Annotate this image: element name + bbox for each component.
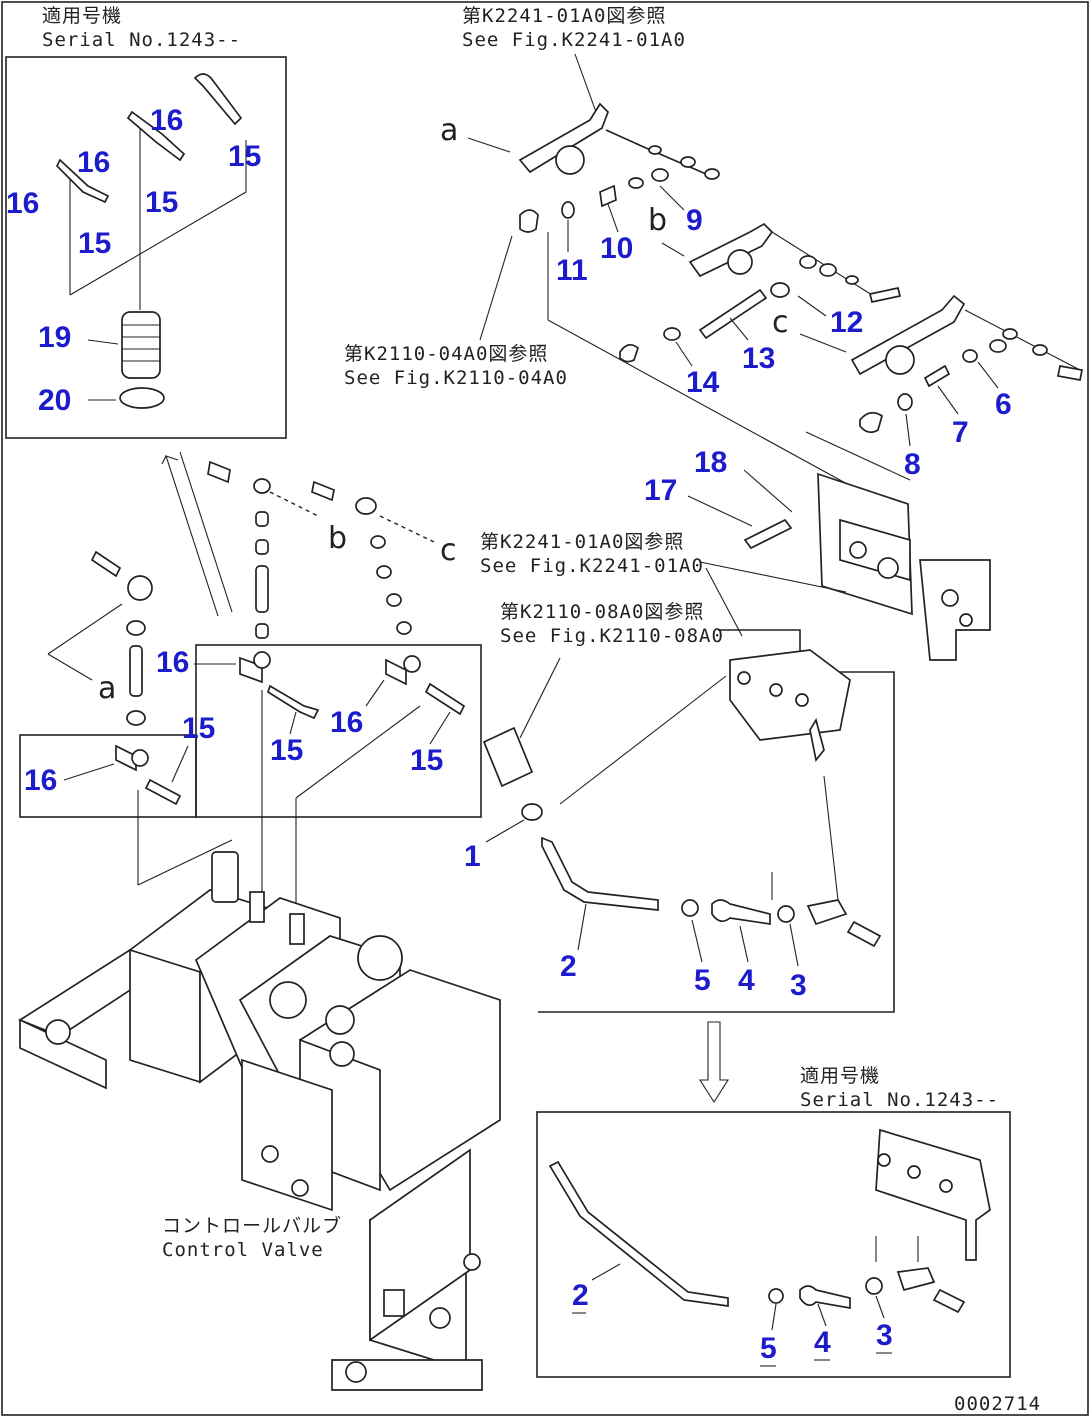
lever-a: a 9 11 10: [440, 102, 720, 287]
ref-note-en: See Fig.K2241-01A0: [462, 29, 686, 51]
callout-5: 5: [694, 964, 711, 997]
callout-16: 16: [150, 104, 183, 137]
callout-15: 15: [228, 140, 261, 173]
callout-13: 13: [742, 342, 775, 375]
callout-4: 4: [738, 964, 755, 997]
figure-code: 0002714: [954, 1393, 1041, 1415]
down-arrow: [698, 1021, 730, 1104]
inset-frame: [536, 1111, 1011, 1378]
callout-15: 15: [182, 712, 215, 745]
callout-2: 2: [572, 1279, 589, 1312]
valve-label-en: Control Valve: [162, 1239, 324, 1261]
inset-rod-2: [126, 110, 186, 162]
clamp-part: [119, 387, 165, 409]
valve-label-jp: コントロールバルブ: [162, 1214, 342, 1237]
callout-20: 20: [38, 384, 71, 417]
callout-14: 14: [686, 366, 720, 399]
callout-12: 12: [830, 306, 863, 339]
callout-15: 15: [410, 744, 443, 777]
lever-knob: [482, 726, 534, 788]
pin-assembly: 13 14: [619, 288, 775, 399]
ref-note-jp: 第K2241-01A0図参照: [480, 531, 684, 553]
ref-note-jp: 第K2110-08A0図参照: [500, 601, 704, 623]
letter-c: c: [772, 305, 789, 340]
ref-note-en: See Fig.K2110-08A0: [500, 625, 724, 647]
callout-5: 5: [760, 1332, 777, 1365]
mid-inset-frame-left: [19, 734, 197, 818]
callout-16: 16: [330, 706, 363, 739]
ref-note-jp: 第K2241-01A0図参照: [462, 5, 666, 27]
callout-15: 15: [145, 186, 178, 219]
inset-top-left: 適用号機 Serial No.1243-- 16 15 16 15 16 15 …: [5, 5, 287, 439]
inset-bottom-right: 適用号機 Serial No.1243-- 2 5 4 3: [536, 1065, 1011, 1378]
serial-label-jp: 適用号機: [42, 5, 122, 27]
inset-frame: [5, 56, 287, 439]
letter-b: b: [648, 203, 667, 238]
boot-part: [121, 311, 161, 379]
control-valve: コントロールバルブ Control Valve: [18, 851, 501, 1391]
callout-10: 10: [600, 232, 633, 265]
callout-4: 4: [814, 1326, 831, 1359]
callout-19: 19: [38, 321, 71, 354]
letter-a: a: [98, 671, 116, 706]
callout-16: 16: [77, 146, 110, 179]
callout-3: 3: [790, 969, 807, 1002]
callout-16: 16: [24, 764, 57, 797]
letter-b: b: [328, 521, 347, 556]
ref-note-jp: 第K2110-04A0図参照: [344, 343, 548, 365]
inset-rod-1: [193, 73, 243, 126]
callout-11: 11: [556, 254, 588, 287]
callout-6: 6: [995, 388, 1012, 421]
callout-15: 15: [270, 734, 303, 767]
callout-3: 3: [876, 1319, 893, 1352]
callout-18: 18: [694, 446, 727, 479]
ref-note-en: See Fig.K2241-01A0: [480, 555, 704, 577]
ref-note-en: See Fig.K2110-04A0: [344, 367, 568, 389]
callout-1: 1: [464, 840, 481, 873]
boot-ridges: [122, 324, 160, 362]
callout-17: 17: [644, 474, 677, 507]
lever-assembly: 1 2 5 4 3: [464, 629, 895, 1013]
callout-8: 8: [904, 448, 921, 481]
callout-16: 16: [6, 187, 39, 220]
lever-b: b 12: [648, 203, 902, 339]
bracket-plate: 17 18: [644, 431, 991, 661]
letter-c: c: [440, 533, 457, 568]
mid-inset-frame: [195, 644, 482, 818]
inset-rod-3: [55, 158, 110, 204]
serial-label-en: Serial No.1243--: [42, 29, 241, 51]
callout-16: 16: [156, 646, 189, 679]
callout-7: 7: [952, 416, 969, 449]
callout-9: 9: [686, 204, 703, 237]
lever-c: c 6 7 8: [772, 294, 1084, 481]
serial-label-en: Serial No.1243--: [800, 1089, 999, 1111]
mid-linkage: b c a: [47, 451, 457, 726]
callout-15: 15: [78, 227, 111, 260]
callout-2: 2: [560, 950, 577, 983]
mid-inset-parts: 16 15 16 15 15 16: [24, 646, 466, 910]
inset-link: [69, 191, 247, 296]
serial-label-jp: 適用号機: [800, 1065, 880, 1087]
letter-a: a: [440, 113, 458, 148]
